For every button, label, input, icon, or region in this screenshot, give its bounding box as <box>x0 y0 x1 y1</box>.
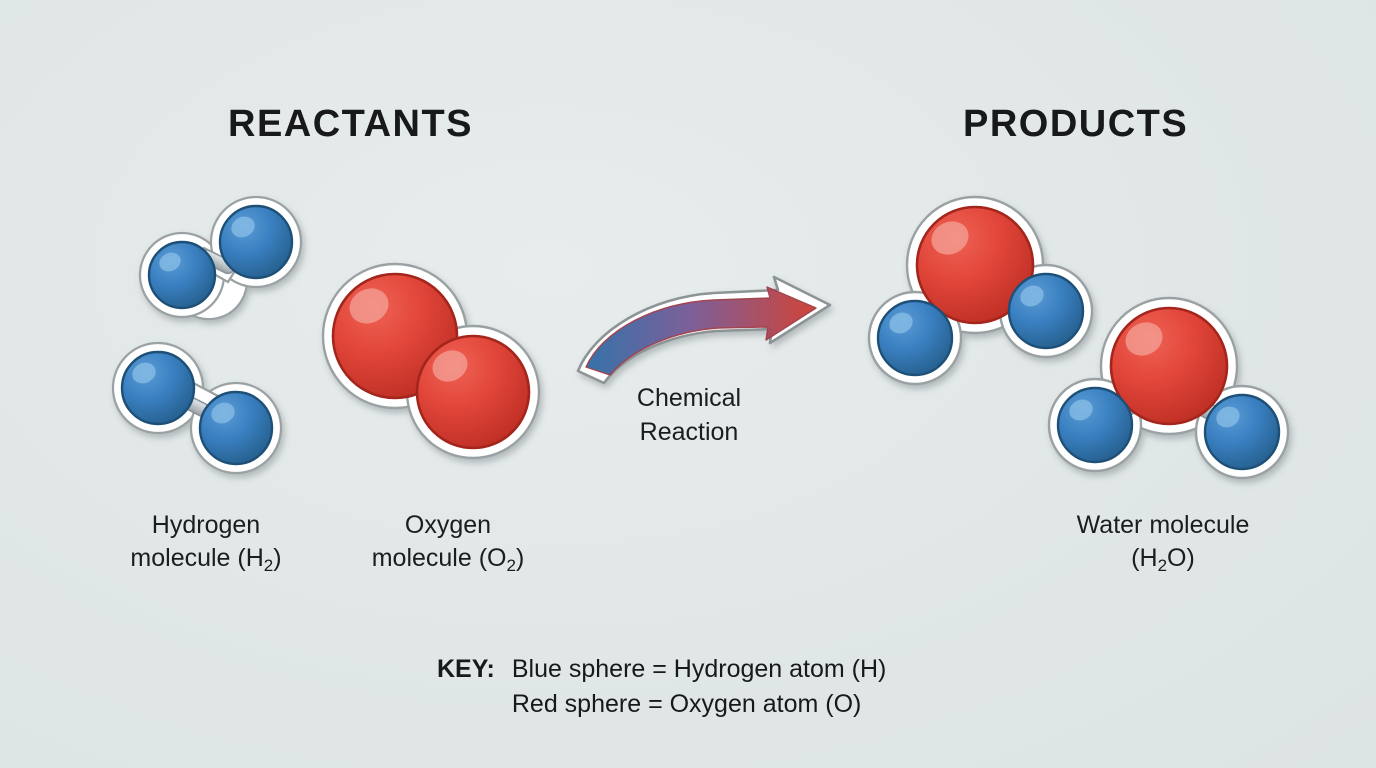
heading-reactants: REACTANTS <box>228 103 474 145</box>
reaction-arrow[interactable] <box>560 275 860 390</box>
key-line-hydrogen: Blue sphere = Hydrogen atom (H) <box>511 655 887 683</box>
caption-formula-prefix: molecule (O <box>371 544 507 572</box>
caption-formula-suffix: ) <box>273 544 282 572</box>
bond-h-h <box>177 393 212 418</box>
atom-oxygen-center <box>915 205 1035 325</box>
caption-oxygen-molecule: Oxygen molecule (O2) <box>358 509 538 582</box>
key-lines: Blue sphere = Hydrogen atom (H) Red sphe… <box>512 652 887 722</box>
sticker-outline <box>321 262 541 460</box>
atom-oxygen-upper-left <box>331 272 459 400</box>
hydrogen-molecule-2[interactable] <box>96 340 296 480</box>
hydrogen-molecule-1[interactable] <box>120 190 320 340</box>
atom-hydrogen-left <box>147 240 217 310</box>
atom-oxygen-lower-right <box>415 334 531 450</box>
caption-hydrogen-molecule: Hydrogen molecule (H2) <box>116 509 296 582</box>
arrow-label-line1: Chemical <box>636 384 742 412</box>
key-legend: KEY: Blue sphere = Hydrogen atom (H) Red… <box>437 652 886 722</box>
sticker-outline <box>111 341 283 475</box>
bond-o-h-left <box>928 290 961 323</box>
caption-formula-prefix: molecule (H <box>130 544 264 572</box>
caption-formula-prefix: (H <box>1131 544 1158 572</box>
caption-line-1: Oxygen <box>404 511 492 539</box>
caption-line-2: (H2O) <box>1063 542 1263 582</box>
caption-line-1: Water molecule <box>1076 511 1250 539</box>
bond-h-h <box>199 249 236 275</box>
caption-formula-suffix: ) <box>515 544 525 572</box>
arrow-label: Chemical Reaction <box>604 381 774 449</box>
sticker-outline <box>1047 296 1290 480</box>
arrow-label-line2: Reaction <box>639 418 739 446</box>
caption-line-1: Hydrogen <box>151 511 261 539</box>
atom-hydrogen-left <box>1056 386 1134 464</box>
atom-hydrogen-right <box>1007 272 1085 350</box>
atom-oxygen-center <box>1109 306 1229 426</box>
caption-formula-suffix: O) <box>1167 544 1195 572</box>
caption-water-molecule: Water molecule (H2O) <box>1063 509 1263 582</box>
caption-line-2: molecule (H2) <box>116 542 296 582</box>
key-line-oxygen: Red sphere = Oxygen atom (O) <box>511 690 862 718</box>
bond-o-h-right <box>993 284 1032 310</box>
atom-hydrogen-right <box>218 204 294 280</box>
sticker-outline <box>138 195 303 321</box>
atom-hydrogen-lower-left <box>876 299 954 377</box>
caption-formula-subscript: 2 <box>506 555 516 575</box>
bond-o-h-right <box>1190 397 1228 426</box>
caption-formula-subscript: 2 <box>263 555 274 575</box>
atom-hydrogen-right <box>198 390 274 466</box>
atom-hydrogen-right <box>1203 393 1281 471</box>
water-molecule-2[interactable] <box>1047 296 1290 493</box>
water-molecule-1[interactable] <box>867 195 1098 390</box>
caption-formula-subscript: 2 <box>1157 555 1168 575</box>
caption-line-2: molecule (O2) <box>358 542 538 582</box>
heading-products: PRODUCTS <box>963 103 1189 145</box>
atom-hydrogen-left <box>120 350 196 426</box>
sticker-outline <box>867 195 1094 386</box>
bond-o-h-left <box>1109 393 1147 422</box>
key-title: KEY: <box>437 655 495 683</box>
oxygen-molecule[interactable] <box>312 258 562 473</box>
